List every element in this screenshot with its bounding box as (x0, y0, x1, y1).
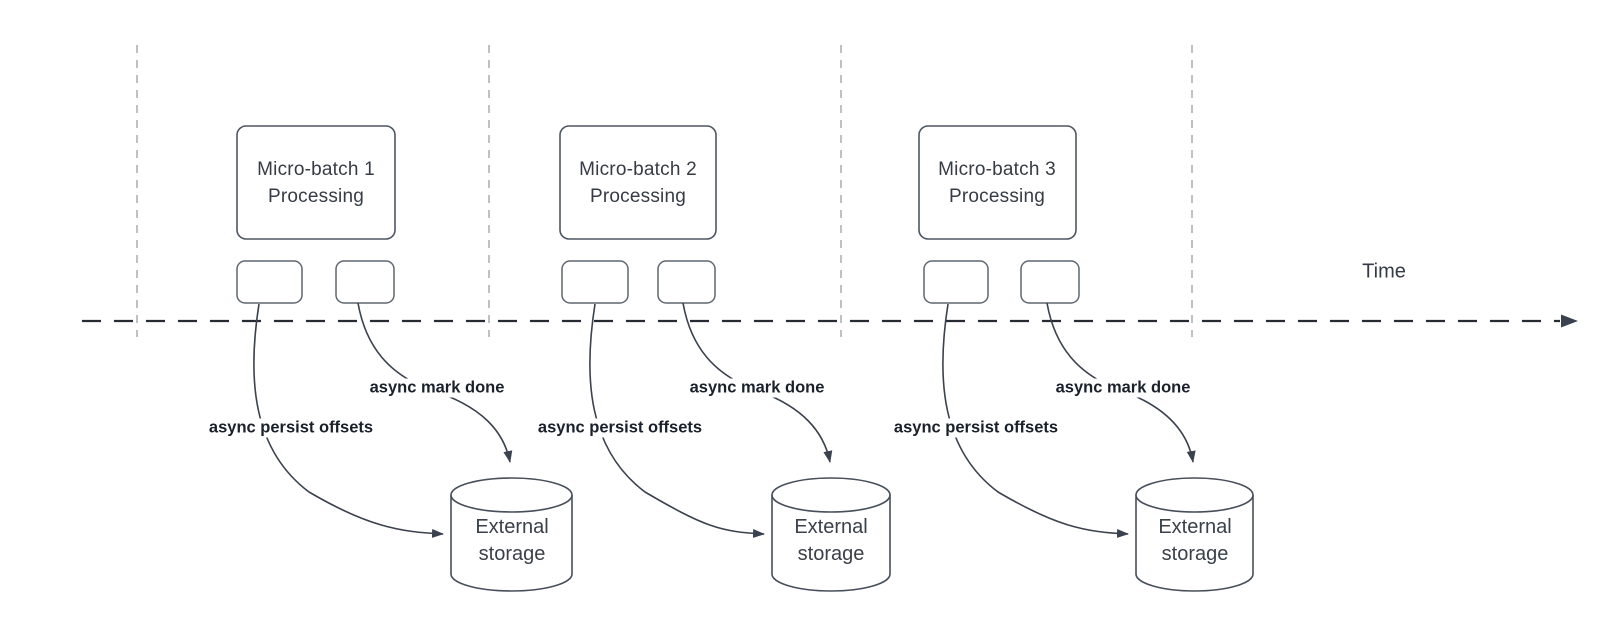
mark-done-label-1: async mark done (366, 378, 508, 398)
micro-batch-1-label: Micro-batch 1 Processing (257, 159, 375, 207)
storage-label-2: External storage (794, 516, 868, 565)
mark-done-label-2: async mark done (686, 378, 828, 398)
micro-batch-3-label: Micro-batch 3 Processing (938, 159, 1056, 207)
micro-batch-2-box (559, 125, 717, 240)
storage-cylinder-3-top (1135, 477, 1254, 513)
persist-offsets-label-3: async persist offsets (890, 418, 1062, 438)
persist-offsets-label-2: async persist offsets (534, 418, 706, 438)
persist-offsets-arrow-2 (589, 303, 765, 538)
micro-batch-2-label: Micro-batch 2 Processing (579, 159, 697, 207)
persist-offsets-arrow-1 (253, 303, 444, 538)
storage-cylinder-1-body (450, 495, 573, 592)
time-label: Time (1362, 260, 1406, 283)
batch-1-task-box-right (335, 260, 395, 304)
persist-offsets-arrow-3 (942, 303, 1129, 538)
batch-2-task-box-left (561, 260, 629, 304)
storage-label-1: External storage (475, 516, 549, 565)
persist-offsets-label-1: async persist offsets (205, 418, 377, 438)
micro-batch-3-box (918, 125, 1077, 240)
storage-cylinder-2-top (771, 477, 891, 513)
batch-3-task-box-left (923, 260, 989, 304)
mark-done-label-3: async mark done (1052, 378, 1194, 398)
storage-cylinder-1-top (450, 477, 573, 513)
batch-1-task-box-left (236, 260, 303, 304)
time-axis-arrowhead-icon (1561, 314, 1578, 328)
batch-3-task-box-right (1020, 260, 1080, 304)
batch-2-task-box-right (657, 260, 716, 304)
storage-label-3: External storage (1158, 516, 1232, 565)
micro-batch-1-box (236, 125, 396, 240)
storage-cylinder-2-body (771, 495, 891, 592)
storage-cylinder-3-body (1135, 495, 1254, 592)
